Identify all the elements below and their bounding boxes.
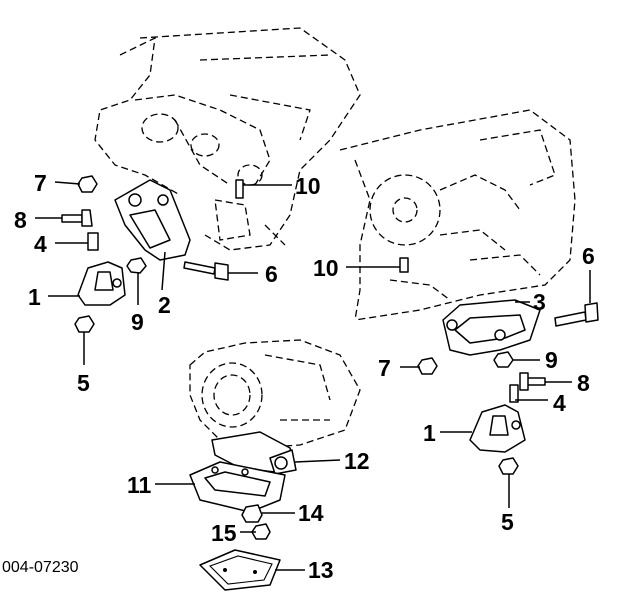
right-fasteners <box>399 257 599 475</box>
callout-9-right: 9 <box>545 347 558 373</box>
crossmember-11 <box>189 461 286 513</box>
callout-6-left: 6 <box>265 261 278 287</box>
left-engine-outline <box>94 27 361 251</box>
callout-labels: 7 8 4 1 5 9 2 6 10 10 6 3 7 9 8 4 1 5 11… <box>2 170 595 583</box>
callout-12: 12 <box>344 448 370 474</box>
callout-4-right: 4 <box>553 390 566 416</box>
left-bracket-2 <box>114 179 191 261</box>
figure-reference-code: 004-07230 <box>2 559 79 576</box>
callout-5-left: 5 <box>77 370 90 396</box>
callout-1-left: 1 <box>28 284 41 310</box>
callout-1-right: 1 <box>423 420 436 446</box>
left-fasteners <box>61 175 244 333</box>
callout-11: 11 <box>127 472 152 498</box>
callout-14: 14 <box>298 500 324 526</box>
callout-4-left: 4 <box>34 231 47 257</box>
callout-10-right: 10 <box>313 255 339 281</box>
right-bracket-3 <box>442 299 541 356</box>
callout-6-right: 6 <box>582 243 595 269</box>
transmission-fasteners <box>241 504 271 540</box>
leader-lines <box>35 181 591 571</box>
right-engine-outline <box>339 109 576 321</box>
callout-3: 3 <box>533 289 546 315</box>
callout-2: 2 <box>158 292 171 318</box>
callout-7-left: 7 <box>34 170 47 196</box>
callout-13: 13 <box>308 557 334 583</box>
callout-10-left: 10 <box>295 173 321 199</box>
callout-8-right: 8 <box>577 370 590 396</box>
left-insulator-1 <box>77 261 126 306</box>
callout-9-left: 9 <box>131 309 144 335</box>
callout-8-left: 8 <box>14 207 27 233</box>
callout-15: 15 <box>211 520 237 546</box>
skid-plate-13 <box>199 549 281 591</box>
right-insulator-1 <box>469 404 526 453</box>
callout-7-right: 7 <box>378 355 391 381</box>
transmission-outline <box>189 339 361 449</box>
transmission-insulator-12 <box>211 431 297 475</box>
callout-5-right: 5 <box>501 509 514 535</box>
